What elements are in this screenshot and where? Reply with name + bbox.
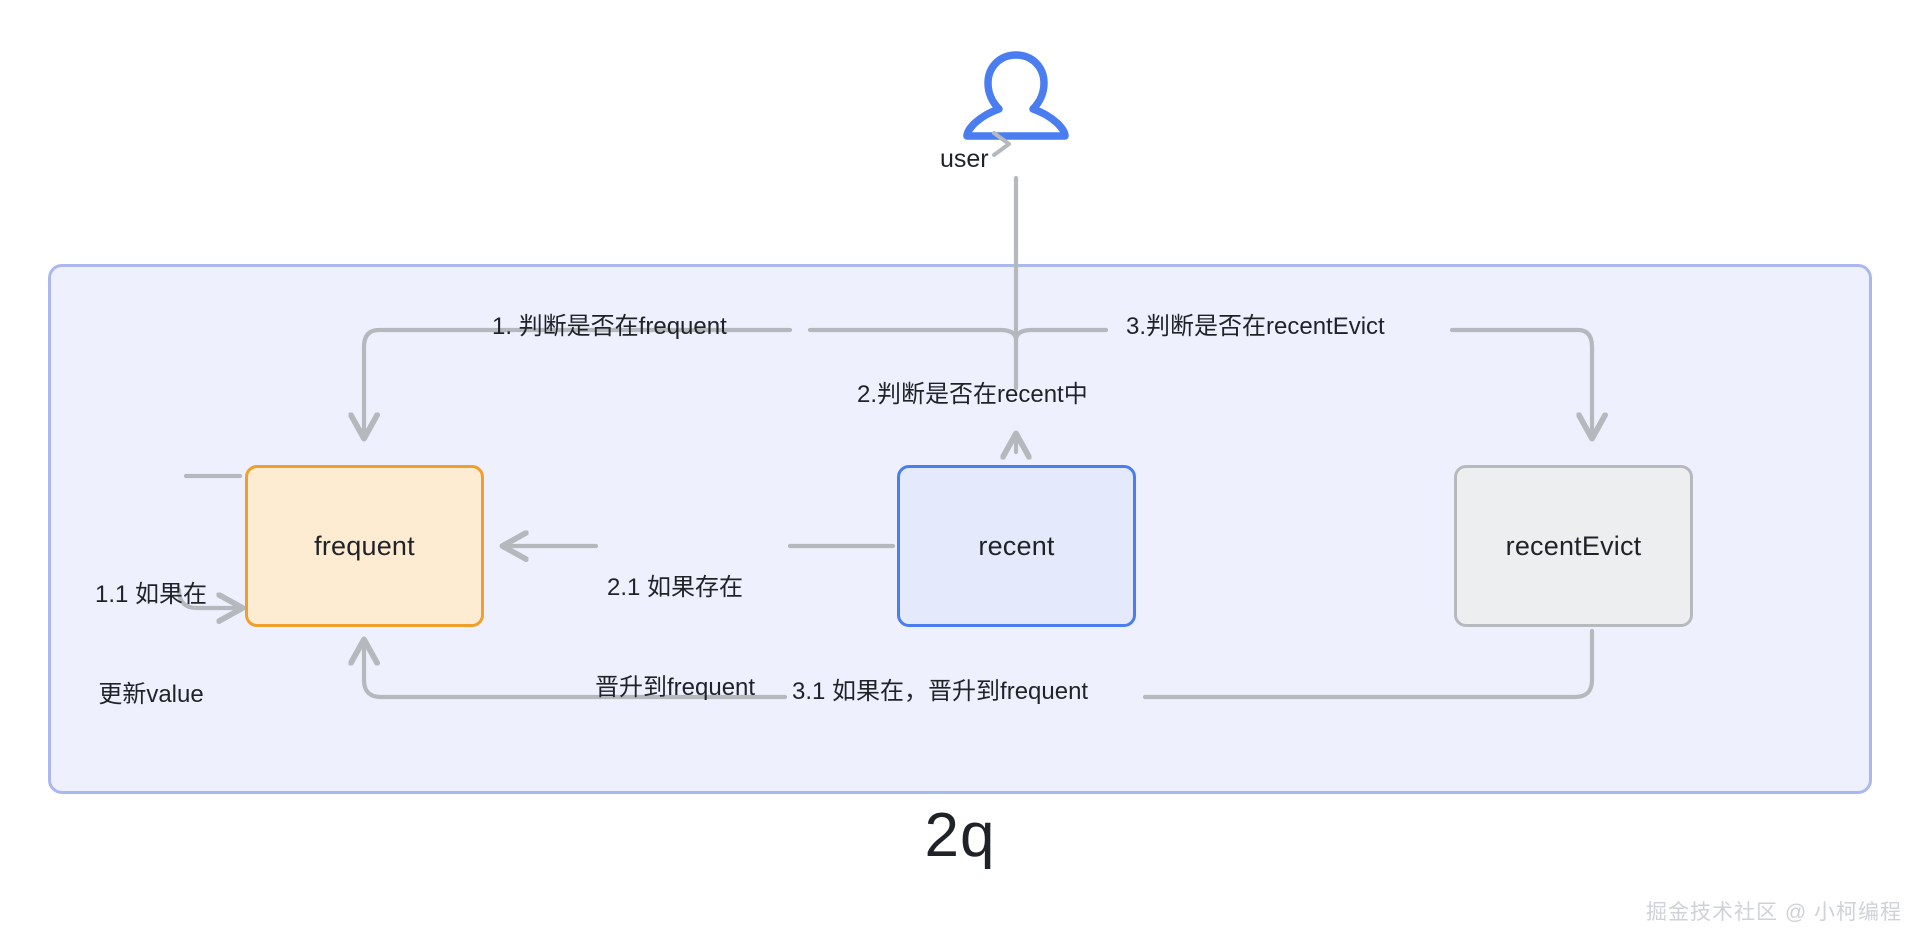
node-frequent[interactable]: frequent <box>245 465 484 627</box>
edge-label-3: 3.判断是否在recentEvict <box>1126 313 1385 340</box>
edge-label-2-1-line2: 晋升到frequent <box>595 673 756 701</box>
edge-label-1-1: 1.1 如果在 更新value <box>95 512 207 777</box>
edge-user-to-recentevict <box>1013 327 1592 436</box>
watermark: 掘金技术社区 @ 小柯编程 <box>1646 901 1902 924</box>
node-recent-label: recent <box>978 530 1055 561</box>
user-exit-arrow <box>992 131 1011 157</box>
edge-label-1-1-line2: 更新value <box>98 680 204 708</box>
edge-label-1: 1. 判断是否在frequent <box>492 313 727 340</box>
edge-label-2: 2.判断是否在recent中 <box>857 381 1088 408</box>
edge-label-2-1-line1: 2.1 如果存在 <box>607 574 744 602</box>
node-recentevict-label: recentEvict <box>1505 530 1642 561</box>
node-frequent-label: frequent <box>314 530 415 561</box>
edge-frequent-self-return <box>176 587 240 608</box>
edge-recentevict-to-frequent <box>364 631 1595 700</box>
user-icon <box>963 51 1069 140</box>
node-recent[interactable]: recent <box>897 465 1136 627</box>
edge-label-3-1: 3.1 如果在，晋升到frequent <box>792 678 1089 705</box>
edge-label-1-1-line1: 1.1 如果在 <box>95 581 208 609</box>
user-label: user <box>940 145 989 173</box>
diagram-title: 2q <box>924 801 996 870</box>
edge-label-2-1: 2.1 如果存在 晋升到frequent <box>595 505 755 770</box>
node-recentevict[interactable]: recentEvict <box>1454 465 1693 627</box>
